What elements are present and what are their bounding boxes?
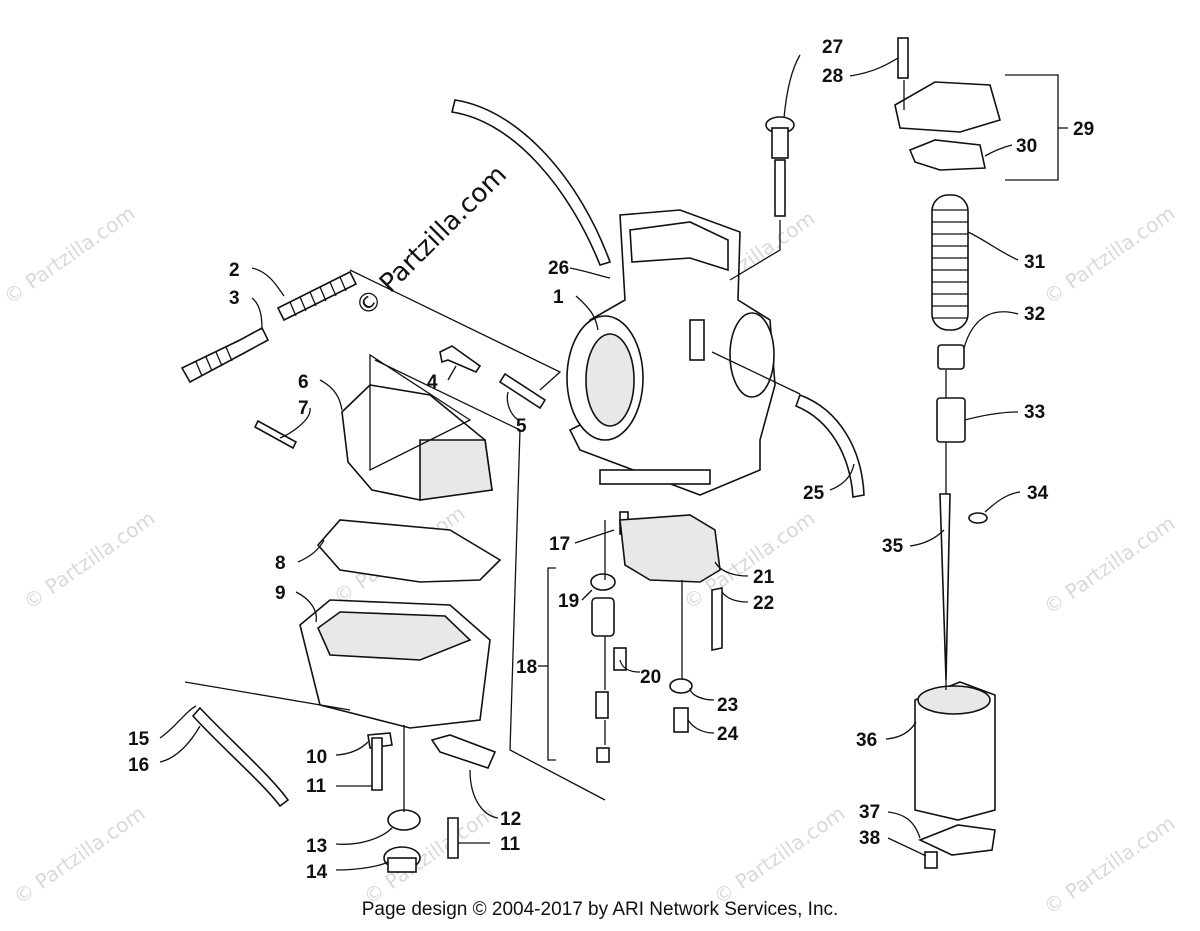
jet-needle-35 [939, 493, 951, 681]
gasket-30 [908, 139, 986, 171]
retainer-32 [937, 344, 965, 370]
float-bowl-9 [299, 599, 491, 729]
needle-holder-33 [936, 397, 966, 443]
callout-25: 25 [803, 483, 825, 504]
callout-34: 34 [1027, 483, 1049, 504]
callout-10: 10 [306, 747, 327, 768]
partzilla-watermark: © Partzilla.com [350, 160, 513, 323]
hose-25 [794, 393, 865, 498]
spring-5 [498, 372, 547, 410]
jet-block-21 [619, 514, 721, 583]
callout-17: 17 [549, 534, 570, 555]
callout-12: 12 [500, 809, 521, 830]
spring-31 [931, 194, 969, 331]
drain-plug-14 [383, 846, 421, 873]
hose-26 [451, 99, 612, 266]
throttle-valve-36 [914, 681, 996, 821]
callout-11: 11 [306, 776, 327, 797]
callout-8: 8 [275, 553, 286, 574]
callout-32: 32 [1024, 304, 1045, 325]
callout-22: 22 [753, 593, 774, 614]
carburetor-body-1 [566, 209, 776, 496]
callout-19: 19 [558, 591, 579, 612]
screw-3 [180, 326, 270, 384]
callout-1: 1 [553, 287, 564, 308]
callout-37: 37 [859, 802, 880, 823]
pilot-jet-22 [711, 587, 723, 651]
leader-lines [159, 54, 1068, 871]
callout-13: 13 [306, 836, 327, 857]
callout-26: 26 [548, 258, 569, 279]
screw-11 [447, 817, 459, 859]
callout-9: 9 [275, 583, 286, 604]
watermark: © Partzilla.com [359, 801, 499, 909]
spring-2 [276, 270, 358, 322]
callout-27: 27 [822, 37, 843, 58]
gasket-8 [316, 519, 502, 583]
screw-4 [439, 345, 482, 373]
copyright-footer: Page design © 2004-2017 by ARI Network S… [361, 899, 839, 920]
hose-16 [191, 706, 290, 808]
e-clip-34 [968, 512, 988, 524]
callout-18: 18 [516, 657, 537, 678]
needle-seat-18 [591, 597, 615, 637]
callout-15: 15 [128, 729, 150, 750]
callout-30: 30 [1016, 136, 1037, 157]
screw-28 [897, 37, 909, 79]
watermark: © Partzilla.com [9, 801, 149, 909]
screw-38 [924, 851, 938, 869]
callout-35: 35 [882, 536, 904, 557]
needle-valve-18 [595, 691, 609, 719]
callout-38: 38 [859, 828, 880, 849]
bracket-12 [430, 734, 497, 769]
callout-28: 28 [822, 66, 843, 87]
watermark-layer: © Partzilla.com © Partzilla.com © Partzi… [0, 201, 1179, 919]
clip-18 [596, 747, 610, 763]
callout-23: 23 [717, 695, 738, 716]
starter-plunger-27 [765, 116, 795, 217]
callout-33: 33 [1024, 402, 1045, 423]
callout-31: 31 [1024, 252, 1046, 273]
callout-7: 7 [298, 398, 309, 419]
callout-20: 20 [640, 667, 661, 688]
valve-plate-37 [917, 824, 996, 856]
screw-20 [613, 647, 627, 671]
callout-labels: 1 2 3 4 5 6 7 8 9 10 11 11 12 13 14 15 1… [128, 37, 1094, 883]
watermark: © Partzilla.com [709, 801, 849, 909]
watermark: © Partzilla.com [0, 201, 139, 309]
callout-24: 24 [717, 724, 739, 745]
pin-7 [253, 419, 298, 450]
callout-11b: 11 [500, 834, 521, 855]
callout-4: 4 [427, 372, 438, 393]
callout-21: 21 [753, 567, 775, 588]
callout-29: 29 [1073, 119, 1094, 140]
callout-6: 6 [298, 372, 309, 393]
callout-2: 2 [229, 260, 240, 281]
callout-3: 3 [229, 288, 240, 309]
callout-5: 5 [516, 416, 527, 437]
watermark: © Partzilla.com [19, 506, 159, 614]
o-ring-13 [387, 809, 421, 831]
washer-23 [669, 678, 693, 694]
float-6 [341, 384, 493, 501]
callout-36: 36 [856, 730, 877, 751]
callout-14: 14 [306, 862, 328, 883]
screw-11 [371, 737, 383, 791]
callout-16: 16 [128, 755, 149, 776]
top-cap-29 [894, 81, 1001, 133]
watermark: © Partzilla.com [1039, 201, 1179, 309]
o-ring-19 [590, 573, 616, 591]
watermark: © Partzilla.com [1039, 511, 1179, 619]
main-jet-24 [673, 707, 689, 733]
